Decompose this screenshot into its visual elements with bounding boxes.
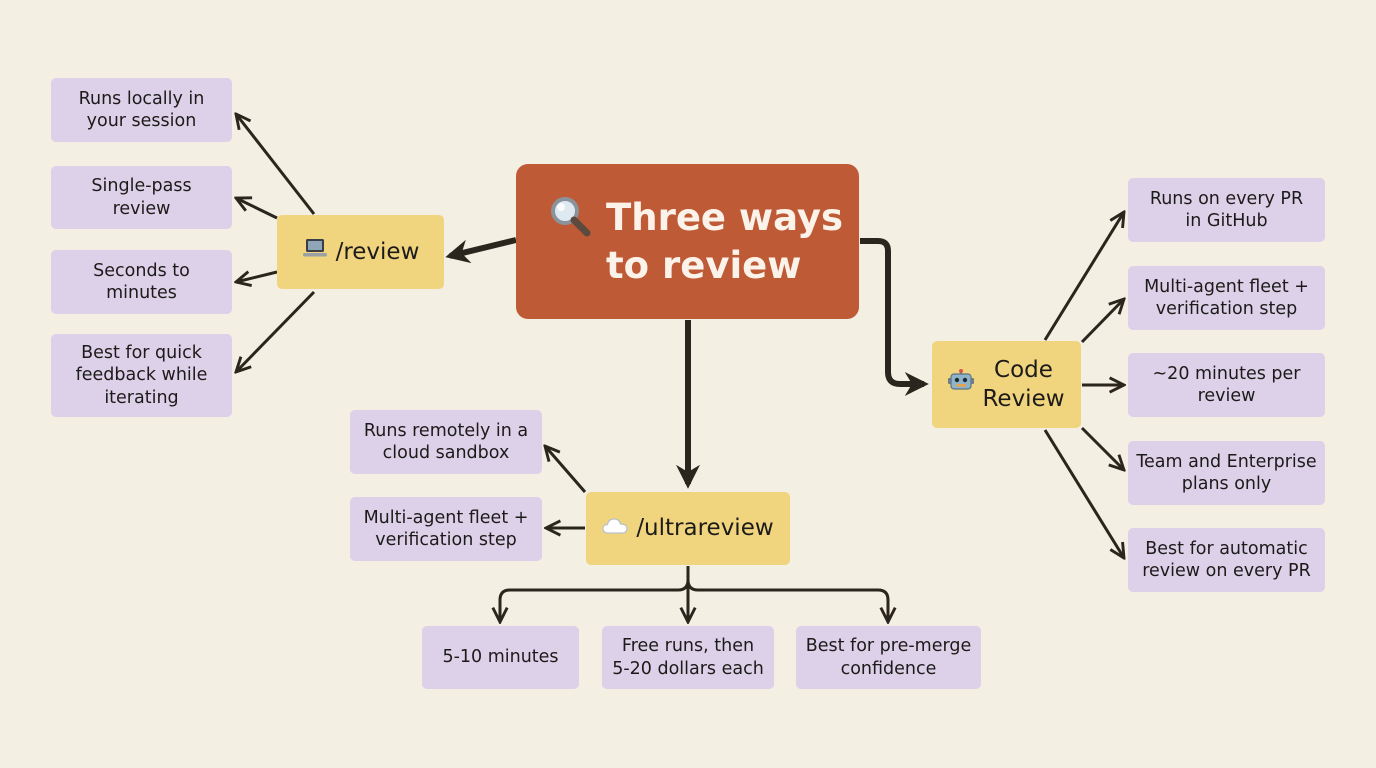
root-title: Three ways to review [606, 195, 844, 287]
laptop-icon [302, 237, 328, 267]
code-review-leaf-4: Team and Enterprise plans only [1128, 441, 1325, 505]
code-review-label: Code Review [982, 356, 1065, 412]
review-leaf-4: Best for quick feedback while iterating [51, 334, 232, 417]
arrow-review-to-leaf-1 [236, 114, 316, 215]
arrow-root-to-code-review [860, 238, 929, 396]
arrow-ultrareview-to-bottom-1 [500, 566, 690, 622]
code-review-leaf-1: Runs on every PR in GitHub [1128, 178, 1325, 242]
code-review-leaf-2: Multi-agent fleet + verification step [1128, 266, 1325, 330]
ultrareview-side-leaf-1: Runs remotely in a cloud sandbox [350, 410, 542, 474]
arrow-ultrareview-to-bottom-3 [686, 579, 888, 622]
arrow-root-to-review [445, 237, 517, 264]
ultrareview-side-leaf-2: Multi-agent fleet + verification step [350, 497, 542, 561]
ultrareview-bottom-leaf-3: Best for pre-merge confidence [796, 626, 981, 689]
arrow-ultrareview-to-side-1 [545, 446, 587, 493]
code-review-node: Code Review [932, 341, 1081, 428]
ultrareview-bottom-leaf-1: 5-10 minutes [422, 626, 579, 689]
review-leaf-1: Runs locally in your session [51, 78, 232, 142]
ultrareview-label: /ultrareview [636, 515, 774, 541]
magnifier-icon [548, 194, 592, 250]
review-label: /review [335, 238, 420, 265]
robot-icon [948, 368, 975, 401]
ultrareview-node: /ultrareview [586, 492, 790, 565]
arrow-code-review-to-leaf-2 [1080, 299, 1124, 344]
root-node: Three ways to review [516, 164, 859, 319]
review-node: /review [277, 215, 444, 289]
ultrareview-bottom-leaf-2: Free runs, then 5-20 dollars each [602, 626, 774, 689]
review-leaf-2: Single-pass review [51, 166, 232, 229]
code-review-leaf-5: Best for automatic review on every PR [1128, 528, 1325, 592]
arrow-review-to-leaf-4 [236, 290, 316, 372]
arrow-code-review-to-leaf-4 [1080, 426, 1124, 470]
cloud-icon [602, 514, 628, 543]
arrow-code-review-to-leaf-1 [1043, 212, 1124, 341]
review-leaf-3: Seconds to minutes [51, 250, 232, 314]
arrow-review-to-leaf-2 [236, 198, 278, 220]
arrow-code-review-to-leaf-5 [1043, 429, 1124, 558]
code-review-leaf-3: ~20 minutes per review [1128, 353, 1325, 417]
arrow-review-to-leaf-3 [236, 272, 278, 282]
